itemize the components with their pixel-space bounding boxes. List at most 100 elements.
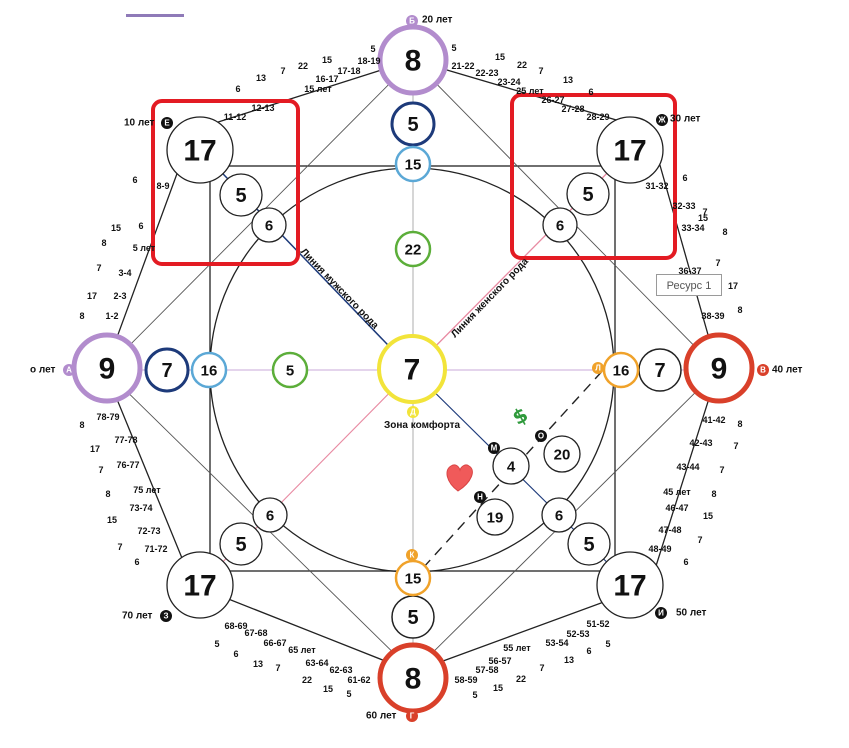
left-lower-tick: 71-72 bbox=[144, 544, 167, 554]
energy-top-outer-value: 8 bbox=[405, 45, 422, 78]
energy-left-inner: 16 bbox=[190, 351, 228, 389]
age-top: 20 лет bbox=[422, 15, 453, 26]
energy-bl-small: 6 bbox=[252, 497, 288, 533]
bottom-right-tick: 52-53 bbox=[566, 629, 589, 639]
right-upper-tick: 17 bbox=[728, 281, 738, 291]
letter-o-dot bbox=[535, 430, 547, 442]
left-lower-tick: 77-78 bbox=[114, 435, 137, 445]
letter-k-dot bbox=[406, 549, 418, 561]
energy-love-4-value: 4 bbox=[507, 459, 516, 476]
energy-br-small: 6 bbox=[541, 497, 577, 533]
top-left-tick: 15 лет bbox=[304, 84, 332, 94]
energy-bl-small-ring bbox=[252, 497, 288, 533]
top-left-tick: 16-17 bbox=[315, 74, 338, 84]
right-upper-tick: 7 bbox=[702, 207, 707, 217]
energy-top-inner-ring bbox=[394, 145, 432, 183]
left-upper-tick: 1-2 bbox=[105, 311, 118, 321]
right-lower-tick: 7 bbox=[733, 441, 738, 451]
letter-bl-dot bbox=[160, 610, 172, 622]
energy-love-19-value: 19 bbox=[487, 510, 504, 527]
energy-top-inner-value: 15 bbox=[405, 157, 422, 174]
energy-tr-small-ring bbox=[542, 207, 578, 243]
right-upper-tick: 32-33 bbox=[672, 201, 695, 211]
letter-n: Н bbox=[474, 491, 486, 503]
energy-right-inner: 16 bbox=[602, 351, 640, 389]
top-right-tick: 27-28 bbox=[561, 104, 584, 114]
letter-right-text: В bbox=[760, 366, 766, 375]
energy-right-inner-ring bbox=[602, 351, 640, 389]
energy-tl-mid-value: 5 bbox=[235, 185, 246, 207]
top-right-tick: 28-29 bbox=[586, 112, 609, 122]
energy-top-mid-value: 5 bbox=[407, 114, 418, 136]
bottom-right-tick: 56-57 bbox=[488, 656, 511, 666]
right-upper-tick: 33-34 bbox=[681, 223, 704, 233]
left-lower-tick: 15 bbox=[107, 515, 117, 525]
left-upper-tick: 15 bbox=[111, 223, 121, 233]
letter-tl-text: Е bbox=[164, 119, 170, 128]
right-upper-tick: 36-37 bbox=[678, 266, 701, 276]
right-lower-tick: 45 лет bbox=[663, 487, 691, 497]
letter-left-dot bbox=[63, 364, 75, 376]
energy-love-19-ring bbox=[476, 498, 514, 536]
male-line-label: Линия мужского рода bbox=[298, 246, 381, 331]
top-left-tick: 15 bbox=[322, 55, 332, 65]
energy-bl-mid: 5 bbox=[219, 522, 263, 566]
energy-upper-center-value: 22 bbox=[405, 242, 422, 259]
letter-tr-dot bbox=[656, 114, 668, 126]
age-left: о лет bbox=[30, 365, 56, 376]
bottom-right-tick: 57-58 bbox=[475, 665, 498, 675]
energy-left-inner-value: 16 bbox=[201, 363, 218, 380]
letter-n-dot bbox=[474, 491, 486, 503]
letter-top: Б bbox=[406, 15, 418, 27]
energy-left-center: 5 bbox=[271, 351, 309, 389]
energy-right-mid: 7 bbox=[638, 348, 682, 392]
letter-l: Л bbox=[592, 362, 604, 374]
right-lower-tick: 46-47 bbox=[665, 503, 688, 513]
energy-left-mid-ring bbox=[144, 347, 190, 393]
letter-right: В bbox=[757, 364, 769, 376]
energy-tl-small-ring bbox=[251, 207, 287, 243]
left-upper-tick: 8-9 bbox=[156, 181, 169, 191]
bottom-left-tick: 66-67 bbox=[263, 638, 286, 648]
right-upper-tick: 6 bbox=[682, 173, 687, 183]
top-right-tick: 22-23 bbox=[475, 68, 498, 78]
left-upper-tick: 17 bbox=[87, 291, 97, 301]
letter-tl: Е bbox=[161, 117, 173, 129]
energy-tr-small-value: 6 bbox=[556, 218, 564, 235]
female-line-label: Линия женского рода bbox=[449, 256, 531, 340]
energy-tr-small: 6 bbox=[542, 207, 578, 243]
letter-tr-text: Ж bbox=[657, 116, 666, 125]
right-lower-tick: 7 bbox=[697, 535, 702, 545]
top-right-tick: 26-27 bbox=[541, 95, 564, 105]
energy-top-outer-ring bbox=[377, 24, 449, 96]
energy-love-4: 4 bbox=[492, 447, 530, 485]
letter-k: К bbox=[406, 549, 418, 561]
energy-right-inner-value: 16 bbox=[613, 363, 630, 380]
left-lower-tick: 6 bbox=[134, 557, 139, 567]
bottom-left-tick: 15 bbox=[323, 684, 333, 694]
energy-bottom-inner-ring bbox=[394, 559, 432, 597]
left-lower-tick: 8 bbox=[105, 489, 110, 499]
energy-upper-center: 22 bbox=[394, 230, 432, 268]
resource-tooltip: Ресурс 1 bbox=[656, 274, 722, 296]
letter-bl: З bbox=[160, 610, 172, 622]
left-lower-tick: 76-77 bbox=[116, 460, 139, 470]
letter-bottom: Г bbox=[406, 710, 418, 722]
left-upper-tick: 8 bbox=[79, 311, 84, 321]
top-right-tick: 15 bbox=[495, 52, 505, 62]
top-right-tick: 25 лет bbox=[516, 86, 544, 96]
top-left-tick: 6 bbox=[235, 84, 240, 94]
left-lower-tick: 8 bbox=[79, 420, 84, 430]
letter-bl-text: З bbox=[163, 612, 168, 621]
right-lower-tick: 41-42 bbox=[702, 415, 725, 425]
energy-right-outer-ring bbox=[683, 332, 755, 404]
energy-bl-small-value: 6 bbox=[266, 508, 274, 525]
letter-tr: Ж bbox=[656, 114, 668, 126]
letter-top-dot bbox=[406, 15, 418, 27]
left-lower-tick: 7 bbox=[117, 542, 122, 552]
letter-l-dot bbox=[592, 362, 604, 374]
letter-n-text: Н bbox=[477, 493, 483, 502]
left-upper-tick: 2-3 bbox=[113, 291, 126, 301]
